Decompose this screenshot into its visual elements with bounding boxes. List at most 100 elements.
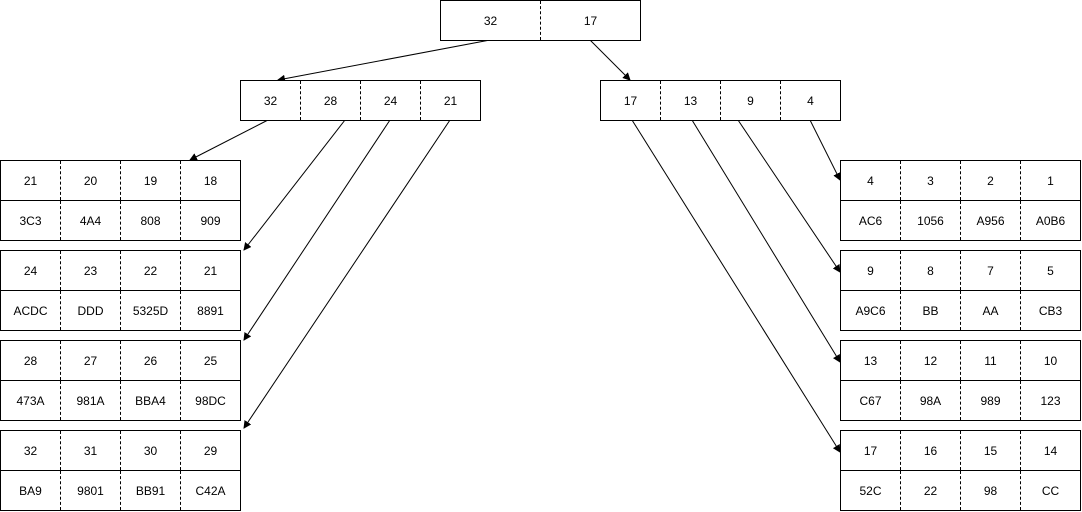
root-key: 32 (483, 13, 498, 28)
leaf-node-right-1: 9 8 7 5 A9C6 BB AA CB3 (840, 250, 1081, 331)
leaf-key: 10 (1020, 341, 1080, 380)
leaf-node-left-2: 28 27 26 25 473A 981A BBA4 98DC (0, 340, 241, 421)
leaf-value: DDD (60, 291, 120, 330)
leaf-value: CC (1020, 471, 1080, 510)
leaf-key: 13 (863, 353, 878, 368)
leaf-key: 14 (1020, 431, 1080, 470)
internal-key: 21 (420, 81, 480, 120)
leaf-key-row: 13 12 11 10 (841, 341, 1080, 380)
leaf-value-row: ACDC DDD 5325D 8891 (1, 290, 240, 330)
leaf-node-left-3: 32 31 30 29 BA9 9801 BB91 C42A (0, 430, 241, 511)
internal-key: 9 (720, 81, 780, 120)
leaf-key: 24 (23, 263, 38, 278)
leaf-value: 22 (900, 471, 960, 510)
leaf-value: BB (900, 291, 960, 330)
leaf-key: 32 (23, 443, 38, 458)
leaf-value: C42A (180, 471, 240, 510)
leaf-value: 1056 (900, 201, 960, 240)
leaf-key: 29 (180, 431, 240, 470)
edge-right-2 (691, 119, 841, 363)
leaf-value-row: 52C 22 98 CC (841, 470, 1080, 510)
leaf-key-row: 9 8 7 5 (841, 251, 1080, 290)
leaf-key: 31 (60, 431, 120, 470)
leaf-key: 27 (60, 341, 120, 380)
internal-key: 32 (263, 93, 278, 108)
leaf-value: ACDC (13, 303, 48, 318)
leaf-key: 7 (960, 251, 1020, 290)
leaf-key: 2 (960, 161, 1020, 200)
leaf-key: 23 (60, 251, 120, 290)
edge-root-to-left (277, 39, 491, 83)
leaf-value: 52C (859, 483, 882, 498)
leaf-value: 909 (180, 201, 240, 240)
internal-key: 4 (780, 81, 840, 120)
leaf-key: 16 (900, 431, 960, 470)
leaf-key: 9 (867, 263, 874, 278)
leaf-value: AC6 (858, 213, 883, 228)
internal-key: 28 (300, 81, 360, 120)
leaf-value-row: A9C6 BB AA CB3 (841, 290, 1080, 330)
leaf-value: A0B6 (1020, 201, 1080, 240)
leaf-value: 981A (60, 381, 120, 420)
leaf-value: 123 (1020, 381, 1080, 420)
internal-node-right: 17 13 9 4 (600, 80, 841, 121)
leaf-key: 17 (863, 443, 878, 458)
leaf-key: 15 (960, 431, 1020, 470)
leaf-key-row: 28 27 26 25 (1, 341, 240, 380)
leaf-key: 26 (120, 341, 180, 380)
leaf-value-row: 3C3 4A4 808 909 (1, 200, 240, 240)
leaf-value: 8891 (180, 291, 240, 330)
leaf-key: 19 (120, 161, 180, 200)
leaf-value: 473A (16, 393, 45, 408)
leaf-key: 20 (60, 161, 120, 200)
edge-left-1 (243, 119, 346, 251)
edge-right-0 (809, 119, 841, 181)
leaf-value: A956 (960, 201, 1020, 240)
leaf-key: 21 (23, 173, 38, 188)
leaf-node-left-1: 24 23 22 21 ACDC DDD 5325D 8891 (0, 250, 241, 331)
leaf-value: 98A (900, 381, 960, 420)
leaf-node-left-0: 21 20 19 18 3C3 4A4 808 909 (0, 160, 241, 241)
root-node: 32 17 (440, 0, 641, 41)
internal-key: 24 (360, 81, 420, 120)
root-key: 17 (540, 1, 640, 40)
leaf-value: AA (960, 291, 1020, 330)
internal-key: 17 (623, 93, 638, 108)
leaf-value: C67 (859, 393, 882, 408)
leaf-key: 3 (900, 161, 960, 200)
leaf-value: CB3 (1020, 291, 1080, 330)
leaf-key: 22 (120, 251, 180, 290)
leaf-value: 808 (120, 201, 180, 240)
leaf-key-row: 24 23 22 21 (1, 251, 240, 290)
leaf-node-right-0: 4 3 2 1 AC6 1056 A956 A0B6 (840, 160, 1081, 241)
leaf-key-row: 32 31 30 29 (1, 431, 240, 470)
leaf-value-row: AC6 1056 A956 A0B6 (841, 200, 1080, 240)
leaf-value-row: BA9 9801 BB91 C42A (1, 470, 240, 510)
leaf-value: 98DC (180, 381, 240, 420)
edge-left-0 (189, 119, 269, 161)
leaf-value: 5325D (120, 291, 180, 330)
internal-key: 13 (660, 81, 720, 120)
leaf-value: 3C3 (19, 213, 42, 228)
leaf-value: A9C6 (855, 303, 886, 318)
leaf-key: 18 (180, 161, 240, 200)
leaf-key-row: 21 20 19 18 (1, 161, 240, 200)
leaf-value-row: 473A 981A BBA4 98DC (1, 380, 240, 420)
leaf-key: 21 (180, 251, 240, 290)
leaf-key: 1 (1020, 161, 1080, 200)
edge-root-to-right (589, 39, 631, 81)
leaf-key: 5 (1020, 251, 1080, 290)
leaf-value: BB91 (120, 471, 180, 510)
edge-right-3 (631, 119, 841, 453)
leaf-value: 4A4 (60, 201, 120, 240)
leaf-value: BA9 (19, 483, 42, 498)
leaf-key: 25 (180, 341, 240, 380)
leaf-value: 98 (960, 471, 1020, 510)
internal-node-left: 32 28 24 21 (240, 80, 481, 121)
leaf-key: 30 (120, 431, 180, 470)
leaf-value: 9801 (60, 471, 120, 510)
leaf-key-row: 4 3 2 1 (841, 161, 1080, 200)
leaf-value: 989 (960, 381, 1020, 420)
